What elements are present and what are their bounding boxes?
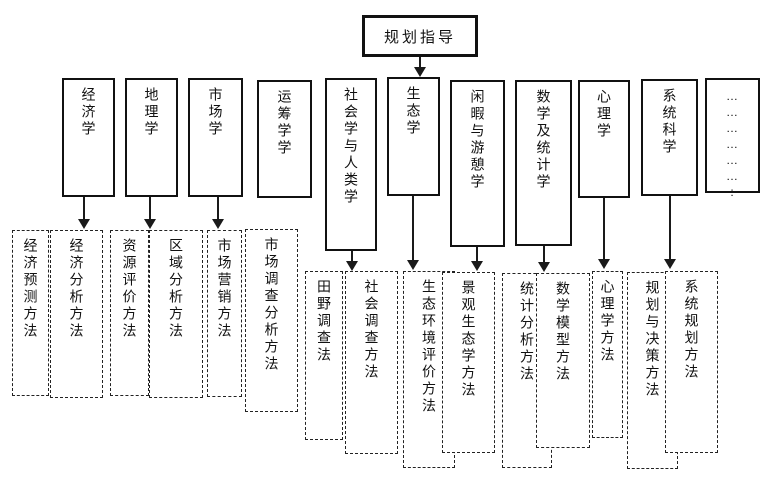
root-node-planning-guidance: 规划指导 <box>362 15 478 57</box>
discipline-sociology-anthropology-label: 社会学与人类学 <box>343 87 359 206</box>
discipline-math-statistics-label: 数学及统计学 <box>535 89 552 191</box>
discipline-leisure-recreation: 闲暇与游憩学 <box>450 80 505 247</box>
discipline-ecology-label: 生态学 <box>405 86 422 137</box>
method-eco-environment-evaluation-label: 生态环境评价方法 <box>421 279 437 415</box>
discipline-marketing: 市场学 <box>188 78 243 197</box>
method-system-planning: 系统规划方法 <box>665 271 718 453</box>
method-social-survey-label: 社会调查方法 <box>363 279 380 381</box>
discipline-economics: 经济学 <box>62 78 115 197</box>
method-psychology-label: 心理学方法 <box>599 279 616 364</box>
method-resource-evaluation-label: 资源评价方法 <box>121 238 138 340</box>
method-market-survey-analysis-label: 市场调查分析方法 <box>263 237 280 373</box>
method-resource-evaluation: 资源评价方法 <box>110 230 149 396</box>
method-landscape-ecology-label: 景观生态学方法 <box>460 280 477 399</box>
discipline-psychology-label: 心理学 <box>596 89 612 140</box>
method-math-model: 数学模型方法 <box>536 273 590 448</box>
method-marketing-label: 市场营销方法 <box>216 238 233 340</box>
discipline-ellipsis: … … … … … … : <box>705 78 760 199</box>
method-field-survey-label: 田野调查法 <box>316 279 332 364</box>
discipline-operations-research-label: 运筹学学 <box>276 89 293 157</box>
method-planning-decision-label: 规划与决策方法 <box>644 280 661 399</box>
root-node-label: 规划指导 <box>383 28 456 46</box>
discipline-economics-label: 经济学 <box>80 87 97 138</box>
method-field-survey: 田野调查法 <box>305 271 343 440</box>
method-economic-forecasting: 经济预测方法 <box>12 230 49 396</box>
discipline-psychology: 心理学 <box>578 80 630 198</box>
discipline-geography: 地理学 <box>125 78 178 197</box>
discipline-math-statistics: 数学及统计学 <box>515 80 572 246</box>
method-social-survey: 社会调查方法 <box>345 271 398 454</box>
method-economic-forecasting-label: 经济预测方法 <box>22 238 39 340</box>
discipline-ecology: 生态学 <box>387 77 440 196</box>
method-economic-analysis: 经济分析方法 <box>50 230 103 398</box>
discipline-operations-research: 运筹学学 <box>257 80 312 198</box>
method-landscape-ecology: 景观生态学方法 <box>442 272 495 453</box>
discipline-geography-label: 地理学 <box>143 87 160 138</box>
method-economic-analysis-label: 经济分析方法 <box>68 238 85 340</box>
method-system-planning-label: 系统规划方法 <box>683 279 700 381</box>
method-regional-analysis-label: 区域分析方法 <box>168 238 184 340</box>
discipline-systems-science: 系统科学 <box>641 79 698 196</box>
discipline-ellipsis-label: … … … … … … : <box>726 89 739 199</box>
method-marketing: 市场营销方法 <box>207 230 242 397</box>
method-regional-analysis: 区域分析方法 <box>149 230 203 398</box>
discipline-marketing-label: 市场学 <box>207 87 224 138</box>
method-psychology: 心理学方法 <box>592 271 623 438</box>
method-market-survey-analysis: 市场调查分析方法 <box>245 229 298 412</box>
method-math-model-label: 数学模型方法 <box>555 281 571 383</box>
discipline-leisure-recreation-label: 闲暇与游憩学 <box>469 89 486 191</box>
discipline-sociology-anthropology: 社会学与人类学 <box>325 78 377 251</box>
discipline-systems-science-label: 系统科学 <box>661 88 678 156</box>
method-statistical-analysis-label: 统计分析方法 <box>519 281 535 383</box>
